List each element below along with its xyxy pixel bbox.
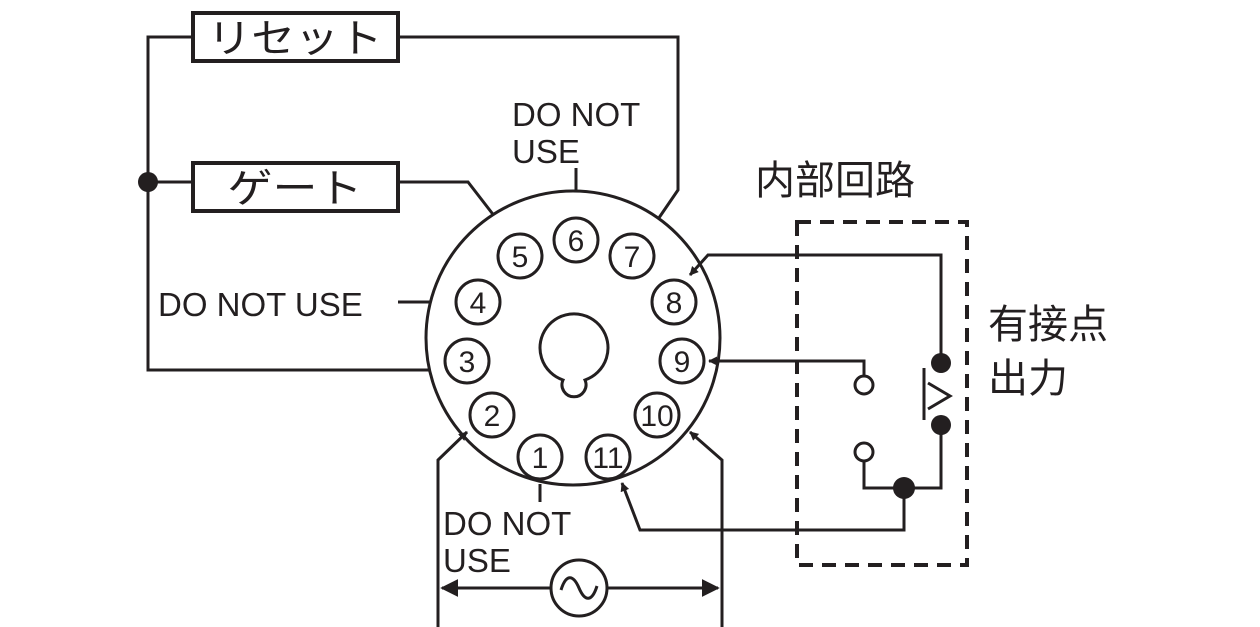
- relay-contact-icon: [853, 353, 953, 499]
- pin-7-label: 7: [624, 241, 641, 274]
- socket: 1 2 3 4 5 6 7 8: [424, 189, 722, 487]
- pin-7: 7: [608, 232, 656, 280]
- socket-key: [538, 312, 610, 399]
- pin-11: 11: [584, 433, 632, 481]
- pin-6-label: 6: [568, 225, 585, 258]
- pin-4: 4: [454, 278, 502, 326]
- bus-junction-dot: [138, 172, 158, 192]
- internal-circuit-boundary: [795, 220, 969, 567]
- left-bus-wiring: [146, 35, 680, 502]
- pin-11-label: 11: [592, 442, 623, 475]
- internal-circuit-title: 内部回路: [755, 158, 915, 204]
- pin-2: 2: [468, 391, 516, 439]
- reset-box: リセット: [191, 11, 400, 63]
- contact-terminal-open-bottom: [853, 441, 875, 463]
- ac-source-icon: [549, 558, 609, 618]
- pin-1-label: 1: [532, 442, 549, 475]
- contact-output-line2: 出力: [988, 356, 1068, 402]
- do-not-use-bottom-line1: DO NOT: [443, 505, 571, 542]
- do-not-use-left: DO NOT USE: [158, 286, 363, 323]
- pin-8: 8: [650, 278, 698, 326]
- pin-9: 9: [658, 337, 706, 385]
- contact-terminal-open-top: [853, 374, 875, 396]
- pin-10-label: 10: [640, 400, 673, 433]
- pin-4-label: 4: [470, 287, 487, 320]
- pin-2-label: 2: [484, 400, 501, 433]
- pin-6: 6: [552, 216, 600, 264]
- pin-8-label: 8: [666, 287, 683, 320]
- pin-3-label: 3: [459, 346, 476, 379]
- power-supply-wiring: [436, 430, 724, 627]
- pin-5-label: 5: [512, 241, 529, 274]
- gate-box: ゲート: [191, 161, 400, 213]
- pin-1: 1: [516, 433, 564, 481]
- pin-5: 5: [496, 232, 544, 280]
- pin-3: 3: [443, 337, 491, 385]
- pin-10: 10: [633, 391, 681, 439]
- pin-9-label: 9: [674, 346, 691, 379]
- common-junction-dot: [893, 477, 915, 499]
- gate-label: ゲート: [228, 166, 363, 212]
- contact-output-line1: 有接点: [988, 302, 1108, 348]
- reset-label: リセット: [208, 16, 383, 62]
- do-not-use-top-line1: DO NOT: [512, 96, 640, 133]
- do-not-use-top-line2: USE: [512, 133, 580, 170]
- do-not-use-bottom-line2: USE: [443, 542, 511, 579]
